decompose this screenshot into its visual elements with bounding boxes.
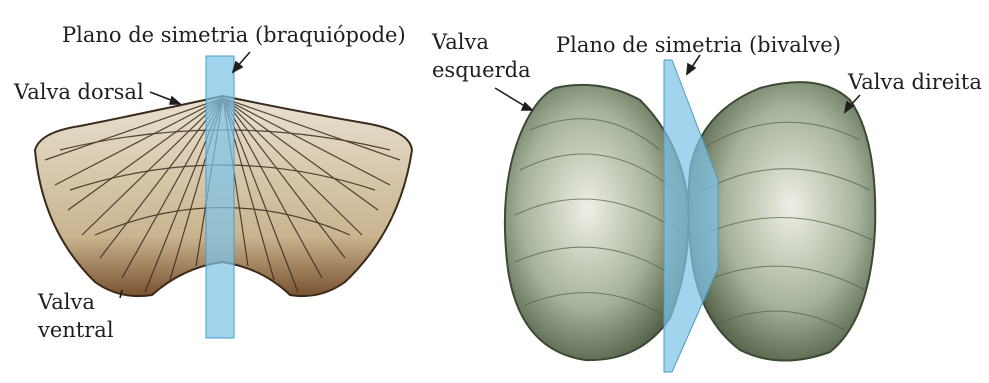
label-ventral-valve-line2: ventral xyxy=(38,318,114,342)
label-right-valve: Valva direita xyxy=(848,70,982,94)
label-ventral-valve-line1: Valva xyxy=(38,290,95,314)
label-plane-bivalve: Plano de simetria (bivalve) xyxy=(556,33,841,57)
bivalve-left-valve xyxy=(505,85,689,360)
label-left-valve-line2: esquerda xyxy=(432,58,531,82)
label-dorsal-valve: Valva dorsal xyxy=(14,80,144,104)
bivalve-symmetry-plane xyxy=(664,60,718,372)
label-plane-brachiopod: Plano de simetria (braquiópode) xyxy=(62,23,406,47)
label-left-valve-line1: Valva xyxy=(432,30,489,54)
brachiopod-symmetry-plane xyxy=(206,56,234,338)
